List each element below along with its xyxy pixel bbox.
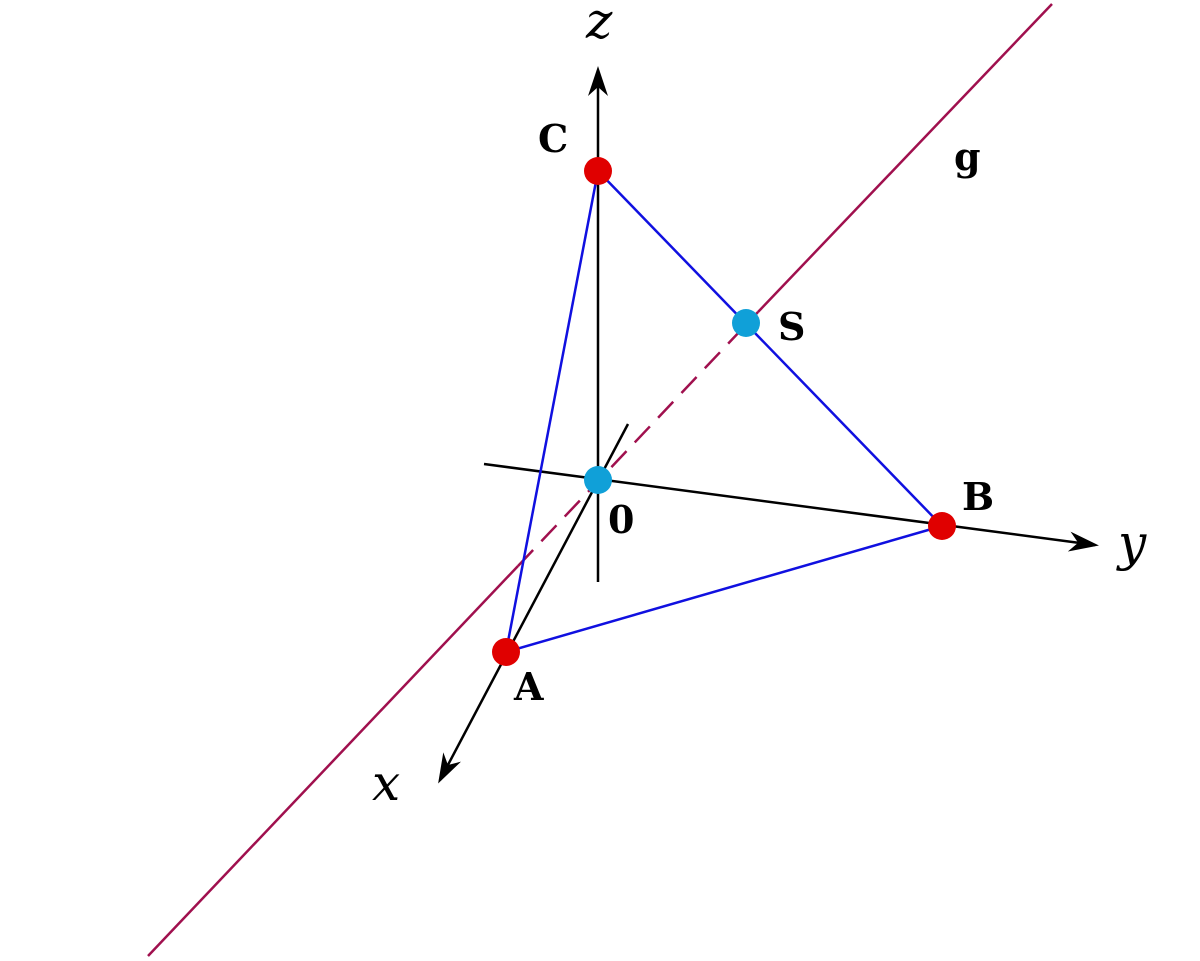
- labels: z y x C S B A 0 g: [372, 0, 1147, 812]
- point-c-label: C: [538, 116, 568, 161]
- point-a-label: A: [513, 664, 544, 709]
- line-g: [147, 3, 1053, 957]
- line-g-lower-segment: [147, 565, 519, 957]
- x-axis-label: x: [372, 754, 400, 812]
- points: [492, 157, 956, 666]
- point-s-label: S: [778, 304, 805, 349]
- y-axis-label: y: [1116, 514, 1147, 572]
- point-s: [732, 309, 760, 337]
- line-g-label: g: [954, 134, 981, 179]
- line-g-hidden-segment: [517, 311, 759, 567]
- origin-label: 0: [608, 497, 634, 542]
- point-b-label: B: [962, 474, 994, 519]
- z-axis-label: z: [585, 0, 613, 50]
- edge-ab: [505, 524, 943, 654]
- edge-bc: [597, 170, 943, 527]
- point-a: [492, 638, 520, 666]
- line-g-upper-segment: [757, 3, 1053, 313]
- point-origin: [584, 466, 612, 494]
- edge-ca: [504, 170, 600, 653]
- point-b: [928, 512, 956, 540]
- point-c: [584, 157, 612, 185]
- triangle-abc: [504, 170, 943, 654]
